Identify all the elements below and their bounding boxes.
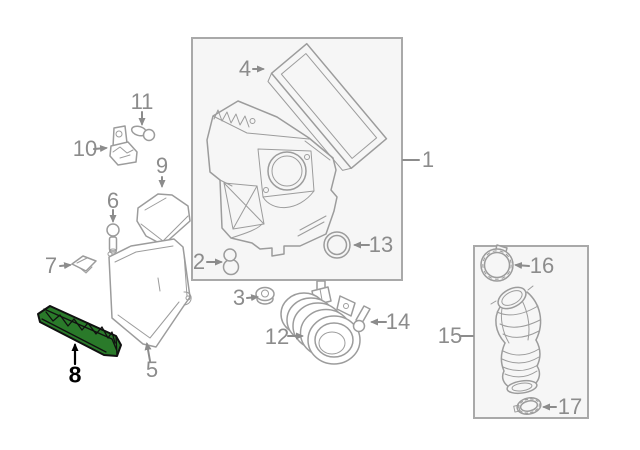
callout-1[interactable]: 1 — [421, 147, 435, 172]
part-13-seal-ring[interactable] — [323, 231, 351, 259]
callout-13[interactable]: 13 — [368, 232, 394, 257]
callout-8-highlighted[interactable]: 8 — [68, 361, 82, 388]
part-9-air-duct[interactable] — [136, 193, 191, 246]
callout-14[interactable]: 14 — [385, 309, 411, 334]
part-7-clip[interactable] — [71, 255, 97, 274]
part-10-bracket[interactable] — [109, 125, 138, 166]
callout-6[interactable]: 6 — [106, 188, 120, 213]
callout-2[interactable]: 2 — [192, 249, 206, 274]
part-4-air-filter-element[interactable] — [265, 42, 388, 174]
part-16-hose-clamp[interactable] — [480, 244, 514, 282]
callout-4[interactable]: 4 — [238, 56, 252, 81]
callout-3[interactable]: 3 — [232, 285, 246, 310]
part-14-bolt[interactable] — [352, 305, 371, 333]
callout-leader-lines — [59, 65, 557, 411]
callout-9[interactable]: 9 — [155, 153, 169, 178]
part-1-air-cleaner-housing[interactable] — [206, 100, 338, 257]
part-6-push-pin[interactable] — [106, 223, 120, 254]
part-11-pin[interactable] — [130, 125, 156, 142]
callout-16[interactable]: 16 — [529, 253, 555, 278]
callout-15[interactable]: 15 — [437, 323, 463, 348]
part-3-nut[interactable] — [255, 286, 275, 305]
callout-7[interactable]: 7 — [44, 253, 58, 278]
callout-11[interactable]: 11 — [130, 89, 154, 114]
part-12-intake-tube[interactable] — [280, 280, 361, 365]
callout-17[interactable]: 17 — [557, 394, 583, 419]
callout-5[interactable]: 5 — [145, 357, 159, 382]
part-8-highlighted-duct[interactable] — [37, 305, 122, 357]
part-17-hose-clamp[interactable] — [513, 396, 543, 417]
part-15-outlet-hose[interactable] — [490, 283, 542, 395]
callout-10[interactable]: 10 — [72, 136, 98, 161]
part-2-grommet[interactable] — [222, 248, 240, 276]
part-5-intake-duct[interactable] — [107, 238, 192, 348]
callout-12[interactable]: 12 — [264, 324, 290, 349]
